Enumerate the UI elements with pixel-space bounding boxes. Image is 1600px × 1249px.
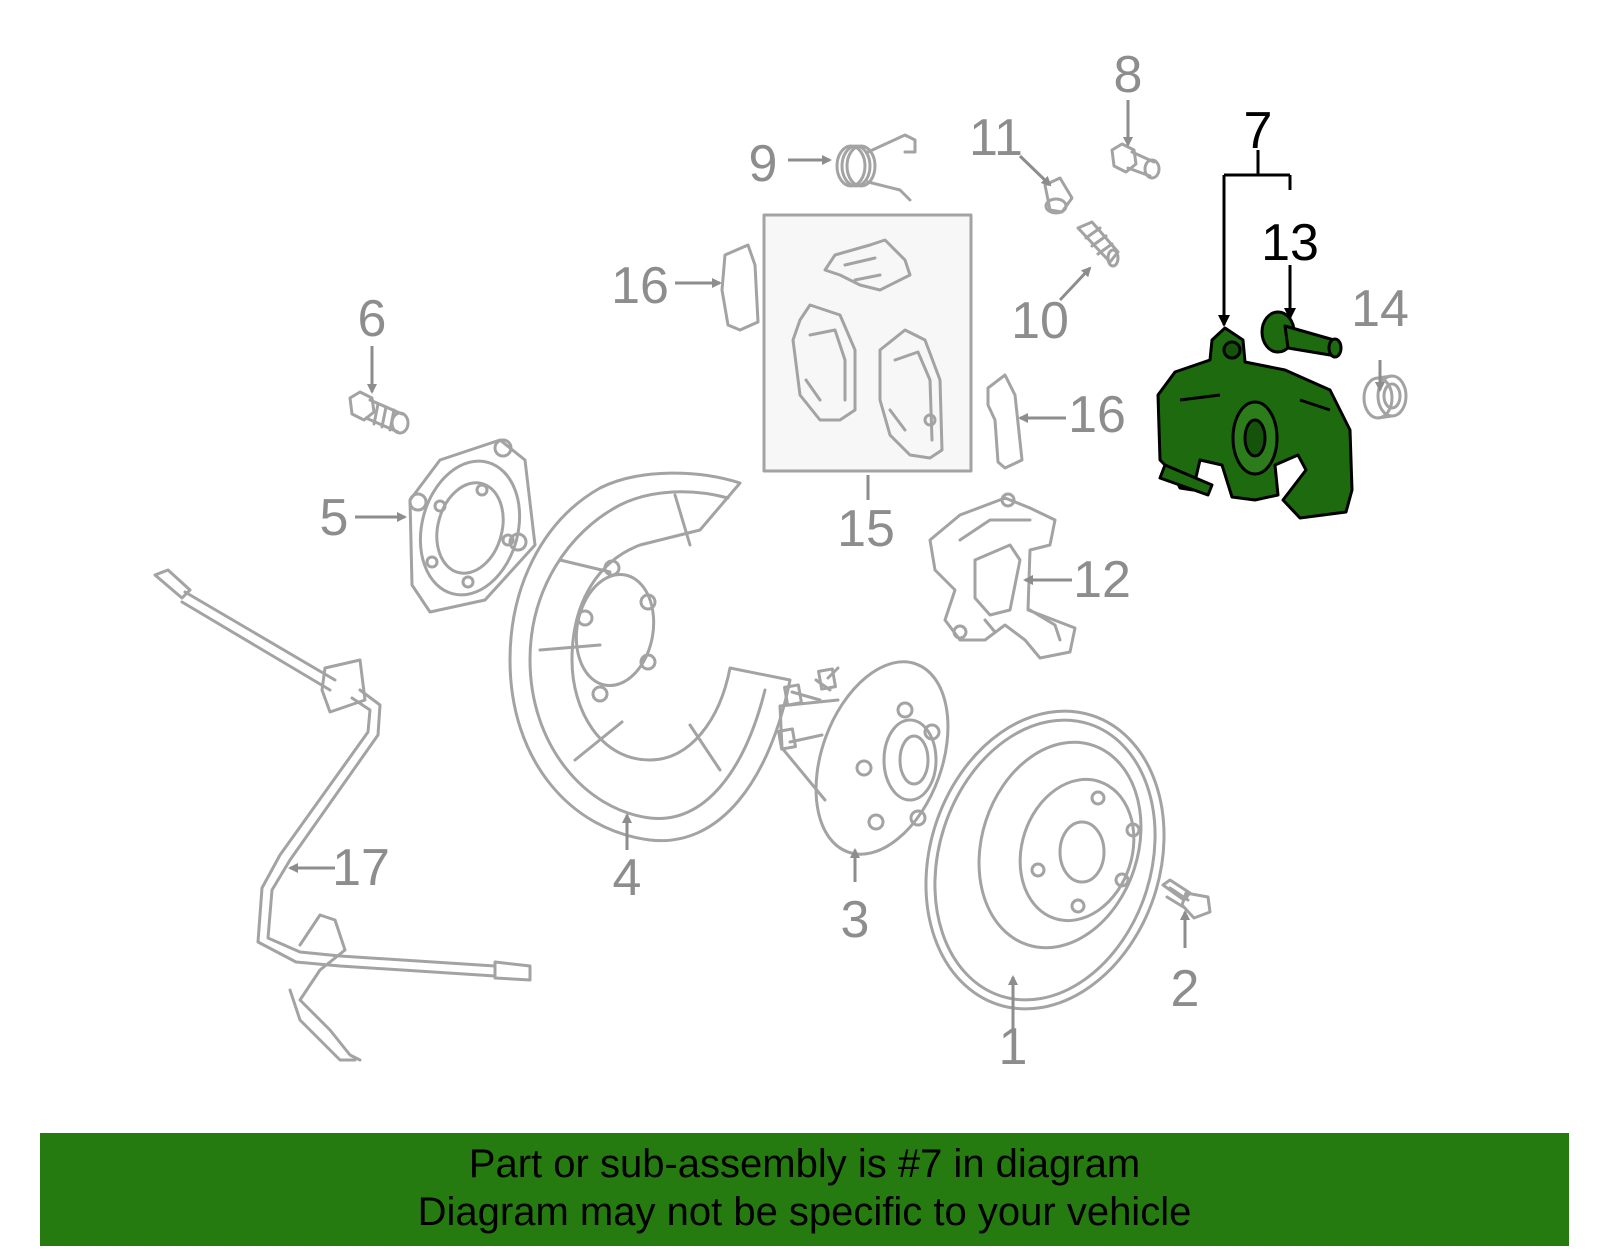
part-12-caliper-bracket[interactable] [928, 492, 1077, 660]
part-16-shim-lower[interactable] [986, 373, 1024, 470]
part-14-bushing[interactable] [1362, 374, 1408, 420]
callout-17: 17 [332, 839, 390, 897]
part-6-bolt[interactable] [348, 390, 410, 435]
callout-6: 6 [358, 290, 387, 348]
part-9-spring[interactable] [835, 133, 917, 202]
part-8-bolt[interactable] [1110, 142, 1161, 180]
part-10-sensor[interactable] [1076, 220, 1120, 268]
callout-3: 3 [841, 891, 870, 949]
part-5-backing-plate[interactable] [406, 438, 537, 614]
leader-lines [288, 100, 1385, 1030]
callout-7: 7 [1244, 102, 1273, 160]
part-15-pad-kit[interactable] [762, 213, 973, 473]
callout-2: 2 [1171, 960, 1200, 1018]
info-banner: Part or sub-assembly is #7 in diagram Di… [40, 1133, 1569, 1246]
callout-9: 9 [749, 135, 778, 193]
part-13-guide-bolt[interactable] [1260, 310, 1343, 359]
part-1-brake-rotor[interactable] [889, 680, 1202, 1040]
callout-4: 4 [613, 849, 642, 907]
leader-lines-highlight [1218, 150, 1296, 327]
parts-diagram: 1 2 3 4 5 6 8 9 10 11 12 14 15 16 16 17 … [153, 46, 1409, 1076]
part-17-brake-hose[interactable] [153, 568, 532, 1062]
callout-12: 12 [1073, 551, 1131, 609]
banner-line-2: Diagram may not be specific to your vehi… [417, 1190, 1192, 1234]
banner-line-1: Part or sub-assembly is #7 in diagram [468, 1142, 1141, 1186]
callout-16-lower: 16 [1068, 386, 1126, 444]
callout-10: 10 [1011, 292, 1069, 350]
part-2-screw[interactable] [1161, 878, 1212, 920]
part-11-cap[interactable] [1043, 176, 1074, 215]
part-4-splash-shield[interactable] [508, 471, 792, 843]
callout-8: 8 [1114, 46, 1143, 104]
callout-1: 1 [999, 1018, 1028, 1076]
callout-14: 14 [1351, 280, 1409, 338]
callout-15: 15 [837, 500, 895, 558]
part-16-shim-upper[interactable] [720, 243, 760, 332]
part-7-caliper-highlighted[interactable] [1156, 326, 1354, 520]
callout-16-upper: 16 [611, 257, 669, 315]
callout-11: 11 [969, 109, 1023, 167]
callout-13: 13 [1261, 214, 1319, 272]
callout-5: 5 [320, 489, 349, 547]
part-3-hub-bearing[interactable] [777, 644, 973, 873]
